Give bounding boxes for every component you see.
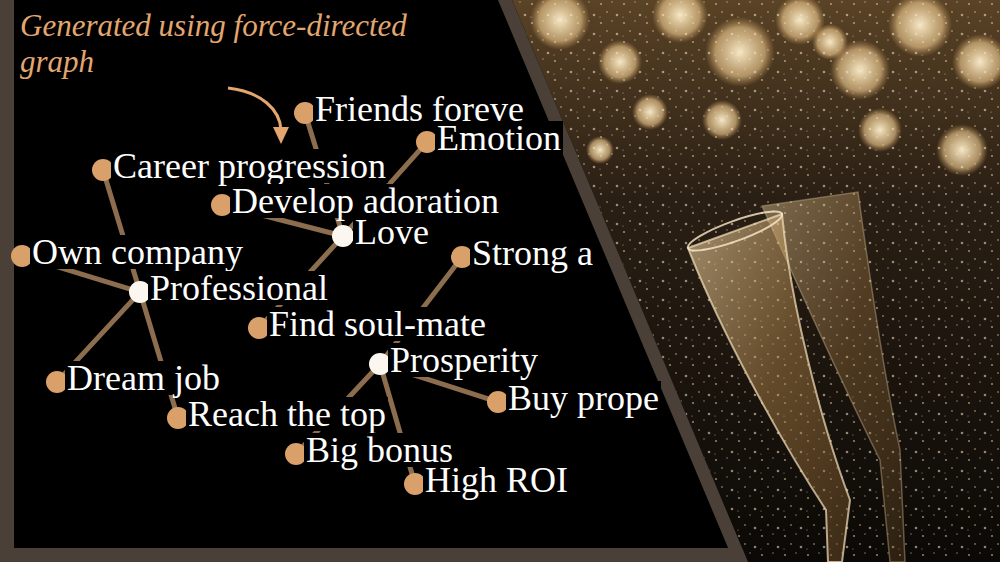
leaf-node: Strong a <box>451 246 473 268</box>
leaf-node: High ROI <box>404 473 426 495</box>
bottom-frame <box>0 548 748 562</box>
node-label: Find soul-mate <box>267 307 488 341</box>
leaf-node: Friends foreve <box>294 102 316 124</box>
annotation-note: Generated using force-directed graph <box>20 8 450 80</box>
leaf-node: Career progression <box>92 159 114 181</box>
leaf-node: Buy prope <box>487 391 509 413</box>
node-label: Career progression <box>111 149 388 183</box>
champagne-photo <box>500 0 1000 562</box>
callout-arrowhead <box>273 127 289 144</box>
leaf-node: Find soul-mate <box>248 317 270 339</box>
node-label: Dream job <box>65 361 222 395</box>
sparkle-texture <box>500 0 1000 562</box>
hub-node: Prosperity <box>369 353 391 375</box>
leaf-node: Reach the top <box>167 407 189 429</box>
node-label: High ROI <box>423 463 570 497</box>
photo-background <box>500 0 1000 562</box>
node-label: Buy prope <box>506 381 661 415</box>
leaf-node: Develop adoration <box>211 194 233 216</box>
hub-node: Professional <box>129 281 151 303</box>
leaf-node: Big bonus <box>285 443 307 465</box>
node-label: Professional <box>148 271 330 305</box>
node-label: Love <box>353 215 431 249</box>
node-label: Reach the top <box>186 397 388 431</box>
node-label: Strong a <box>470 236 595 270</box>
node-label: Prosperity <box>388 343 540 377</box>
left-frame <box>0 0 14 562</box>
leaf-node: Own company <box>11 245 33 267</box>
node-label: Develop adoration <box>230 184 501 218</box>
node-label: Emotion <box>435 121 563 155</box>
flute-rim <box>685 205 786 258</box>
leaf-node: Emotion <box>416 131 438 153</box>
callout-arrow <box>228 88 281 130</box>
hub-node: Love <box>332 225 354 247</box>
node-label: Big bonus <box>304 433 455 467</box>
node-label: Own company <box>30 235 245 269</box>
leaf-node: Dream job <box>46 371 68 393</box>
